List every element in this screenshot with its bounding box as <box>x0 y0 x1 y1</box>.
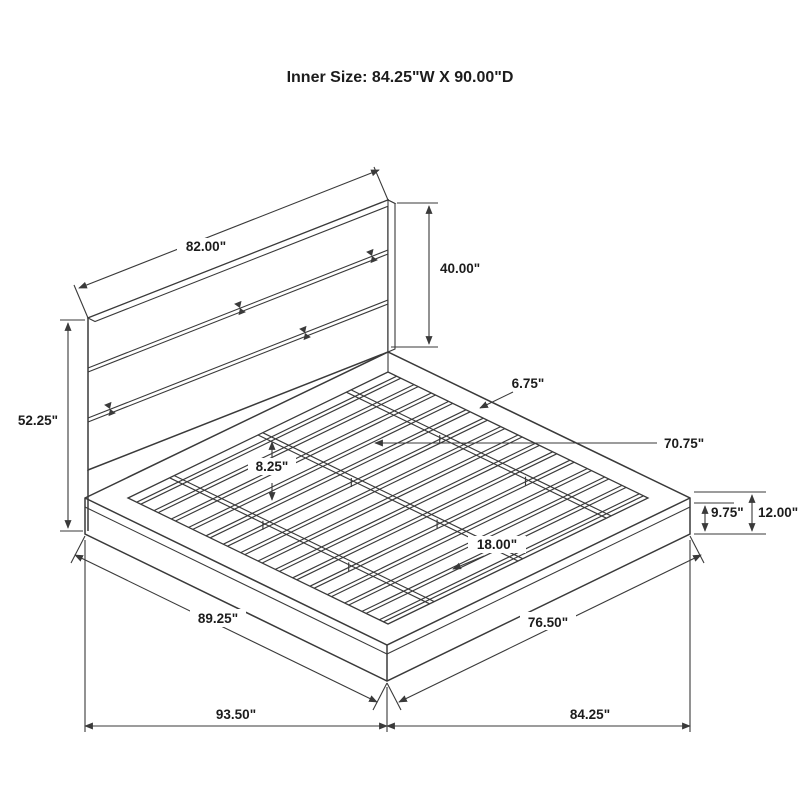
label-bg <box>468 536 526 553</box>
headboard-side-edge <box>387 199 396 353</box>
dim-front-width-label: 76.50" <box>528 615 568 630</box>
dim-deck-inset-label: 6.75" <box>512 376 545 391</box>
headboard-seam-2 <box>87 299 389 419</box>
label-bg <box>520 612 576 630</box>
dim-headboard-panel-height-label: 40.00" <box>440 261 480 276</box>
dim-slat-spacing-label: 8.25" <box>256 459 289 474</box>
headboard-seam-2b <box>87 303 389 423</box>
label-bg <box>248 458 296 475</box>
dim-frame-side-height-label: 9.75" <box>711 505 744 520</box>
dim-side-length-label: 89.25" <box>198 611 238 626</box>
dim-headboard-width-label: 82.00" <box>186 239 226 254</box>
label-bg <box>190 609 246 627</box>
dimension-labels: Inner Size: 84.25"W X 90.00"D 82.00" 40.… <box>18 69 798 722</box>
dim-base-height-label: 12.00" <box>758 505 798 520</box>
dim-overall-depth-label: 93.50" <box>216 707 256 722</box>
dim-rail-spacing-label: 18.00" <box>477 537 517 552</box>
dim-overall-width-label: 84.25" <box>570 707 610 722</box>
dim-slat-length-label: 70.75" <box>664 436 704 451</box>
label-bg <box>177 238 235 255</box>
dim-headboard-height-label: 52.25" <box>18 413 58 428</box>
diagram-title: Inner Size: 84.25"W X 90.00"D <box>287 69 514 86</box>
